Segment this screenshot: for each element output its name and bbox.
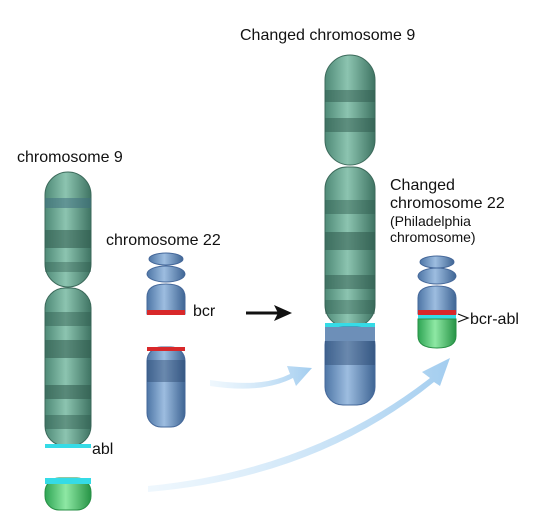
chr22-upper-segment <box>146 283 186 315</box>
chg9-band <box>325 300 375 314</box>
label-bcr: bcr <box>193 303 216 320</box>
ph-upper-segment <box>417 285 457 315</box>
ph-abl-segment <box>417 318 457 349</box>
ph-satellite <box>417 267 457 285</box>
bcr-marker <box>147 310 185 315</box>
label-philadelphia-line1: (Philadelphia <box>390 213 471 229</box>
abl-segment-cyan-top <box>45 478 91 484</box>
chg9-band <box>325 275 375 289</box>
black-arrow <box>246 305 292 321</box>
label-changed-22-line2: chromosome 22 <box>390 195 505 212</box>
chromosome-22 <box>146 252 186 428</box>
light-blue-arrow-upper <box>210 366 312 389</box>
chg9-chr22-band <box>325 327 375 341</box>
chg9-band <box>325 90 375 102</box>
chr9-band <box>45 262 91 272</box>
changed-chromosome-9 <box>324 54 376 406</box>
philadelphia-chromosome <box>417 255 457 349</box>
chg9-p-arm <box>324 54 376 166</box>
label-bcr-abl: bcr-abl <box>470 311 519 328</box>
chr9-band <box>45 230 91 248</box>
chg9-chr22-band <box>325 341 375 365</box>
label-philadelphia-line2: chromosome) <box>390 229 476 245</box>
label-changed-22-line1: Changed <box>390 177 455 194</box>
chr9-band <box>45 198 91 208</box>
chr9-band <box>45 415 91 429</box>
chr22-band <box>147 360 185 382</box>
chg9-junction-marker <box>325 323 375 327</box>
abl-breakpoint-marker <box>45 444 91 448</box>
chr22-satellite <box>148 252 184 266</box>
ph-cyan-marker <box>418 315 456 319</box>
chr22-satellite <box>146 265 186 283</box>
chr9-band <box>45 385 91 399</box>
label-abl: abl <box>92 441 114 458</box>
label-changed-chromosome-9: Changed chromosome 9 <box>240 27 416 44</box>
chg9-band <box>325 232 375 250</box>
ph-bcr-marker <box>418 310 456 315</box>
chg9-band <box>325 118 375 132</box>
bcr-cut-marker <box>147 347 185 351</box>
ph-satellite <box>419 255 455 269</box>
chr9-band <box>45 340 91 358</box>
bcr-abl-pointer <box>457 313 470 323</box>
chg9-band <box>325 200 375 214</box>
chr9-band <box>45 312 91 326</box>
chr22-lower-segment <box>146 346 186 428</box>
chromosome-9 <box>44 171 92 511</box>
label-chromosome-22: chromosome 22 <box>106 232 221 249</box>
label-chromosome-9: chromosome 9 <box>17 149 123 166</box>
